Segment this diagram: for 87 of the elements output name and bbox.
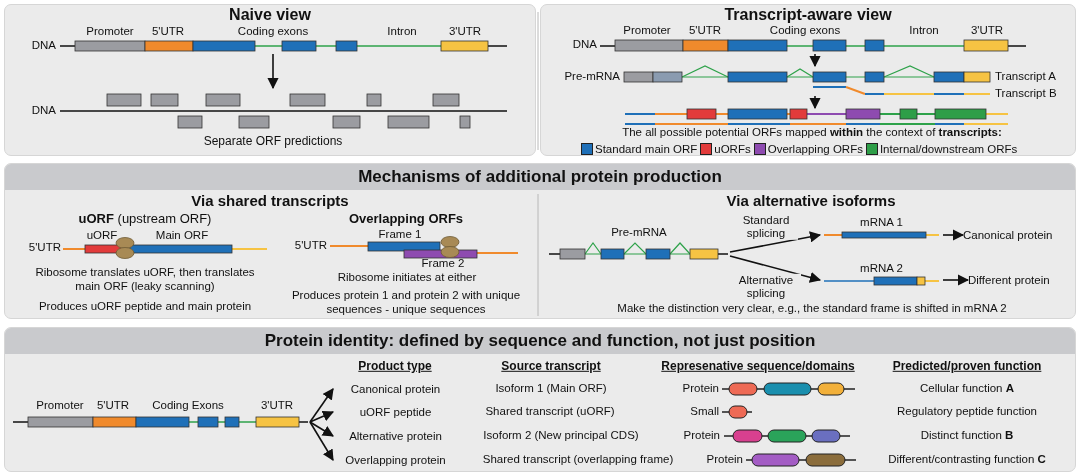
drawing-caption: Transcript B bbox=[995, 87, 1057, 101]
protein-label: Alternative protein bbox=[333, 426, 458, 446]
section-title: Naive view bbox=[228, 6, 312, 24]
protein-label: Canonical protein bbox=[963, 226, 1073, 244]
column-header: Source transcript bbox=[501, 358, 601, 374]
legend-label: Overlapping ORFs bbox=[767, 143, 863, 155]
section-title: Mechanisms of additional protein production bbox=[358, 167, 722, 187]
section-panel bbox=[4, 327, 1076, 472]
drawing-caption: Coding exons bbox=[769, 24, 841, 38]
text-label: Frame 1 bbox=[378, 228, 422, 242]
subheading: Via alternative isoforms bbox=[726, 192, 896, 210]
section-panel bbox=[4, 4, 536, 156]
text-label: 5'UTR bbox=[294, 239, 327, 253]
column-header: Predicted/proven function bbox=[892, 358, 1042, 374]
text-label: Protein bbox=[682, 382, 719, 396]
drawing-caption: Promoter bbox=[623, 24, 671, 38]
drawing-caption: 3'UTR bbox=[260, 399, 294, 413]
section-title: Transcript-aware view bbox=[723, 6, 893, 24]
drawing-caption: Separate ORF predictions bbox=[203, 133, 343, 149]
pre-mrna-drawing bbox=[620, 66, 992, 96]
protein-label: Overlapping protein bbox=[333, 450, 458, 470]
text-label: Small bbox=[690, 405, 719, 419]
protein-label: Canonical protein bbox=[333, 379, 458, 399]
section-title: Protein identity: defined by sequence and function, not just position bbox=[264, 331, 816, 351]
drawing-caption: 5'UTR bbox=[96, 399, 130, 413]
arrow bbox=[309, 410, 335, 423]
gene-structure-drawing bbox=[598, 38, 1028, 54]
legend-label: Internal/downstream ORFs bbox=[879, 143, 1018, 155]
text-label: Ribosome translates uORF, then translates main ORF (leaky scanning) bbox=[34, 266, 256, 294]
text-label: Shared transcript (uORF) bbox=[485, 405, 615, 419]
arrow bbox=[809, 53, 821, 68]
section-panel bbox=[540, 4, 1076, 156]
drawing-caption: Pre-mRNA bbox=[564, 70, 620, 84]
protein-label: uORF peptide bbox=[333, 402, 458, 422]
text-label: Isoform 1 (Main ORF) bbox=[495, 382, 607, 396]
text-label: uORF bbox=[86, 229, 118, 243]
drawing-caption: DNA bbox=[572, 38, 597, 52]
drawing-caption: Promoter bbox=[86, 25, 134, 39]
drawing-caption: 3'UTR bbox=[448, 25, 482, 39]
arrow bbox=[309, 421, 334, 437]
drawing-label: mRNA 2 bbox=[859, 262, 904, 274]
text-label: Produces protein 1 and protein 2 with unique sequences - unique sequences bbox=[290, 289, 522, 317]
subheading: Via shared transcripts bbox=[191, 192, 349, 210]
arrow bbox=[809, 95, 821, 110]
arrow bbox=[309, 388, 334, 423]
drawing-label: mRNA 1 bbox=[859, 216, 904, 228]
arrow bbox=[942, 229, 965, 241]
subheading: uORF (upstream ORF) bbox=[78, 211, 212, 227]
text-label: Make the distinction very clear, e.g., the standard frame is shifted in mRNA 2 bbox=[617, 302, 1007, 316]
text-label: 5'UTR bbox=[28, 241, 61, 255]
text-label: Isoform 2 (New principal CDS) bbox=[483, 429, 639, 443]
drawing-caption: DNA bbox=[31, 104, 56, 118]
protein-label: Different protein bbox=[968, 271, 1073, 289]
legend-label: Standard main ORF bbox=[595, 143, 698, 155]
drawing-caption: Coding Exons bbox=[152, 399, 224, 413]
drawing-caption: Transcript A bbox=[995, 70, 1056, 84]
drawing-caption: Intron bbox=[387, 25, 417, 39]
drawing-caption: 5'UTR bbox=[151, 25, 185, 39]
text-label: Cellular function A bbox=[920, 382, 1014, 396]
drawing-caption: Intron bbox=[909, 24, 939, 38]
text-label: Protein bbox=[683, 429, 720, 443]
column-header: Product type bbox=[358, 358, 432, 374]
drawing-caption: DNA bbox=[31, 39, 56, 53]
legend-label: uORFs bbox=[714, 143, 751, 155]
drawing-caption: The all possible potential ORFs mapped within the context of transcripts: bbox=[622, 126, 1002, 140]
drawing-caption: 5'UTR bbox=[688, 24, 722, 38]
text-label: Regulatory peptide function bbox=[897, 405, 1037, 419]
drawing-caption: 3'UTR bbox=[970, 24, 1004, 38]
text-label: Ribosome initiates at either bbox=[337, 271, 477, 285]
text-label: Protein bbox=[706, 453, 743, 467]
arrow bbox=[942, 274, 970, 286]
arrow bbox=[267, 53, 279, 90]
section-panel bbox=[4, 163, 1076, 319]
arrow bbox=[729, 231, 822, 253]
subheading: Overlapping ORFs bbox=[348, 211, 464, 227]
text-label: Main ORF bbox=[155, 229, 209, 243]
orf-map-drawing bbox=[622, 108, 1010, 128]
drawing-caption: Coding exons bbox=[237, 25, 309, 39]
drawing-caption: Promoter bbox=[36, 399, 84, 413]
text-label: Different/contrasting function C bbox=[888, 453, 1046, 467]
arrow bbox=[309, 421, 334, 461]
text-label: Distinct function B bbox=[920, 429, 1014, 443]
column-header: Represenative sequence/domains bbox=[661, 358, 855, 374]
text-label: Shared transcript (overlapping frame) bbox=[482, 453, 674, 467]
text-label: Produces uORF peptide and main protein bbox=[38, 300, 252, 314]
arrow bbox=[729, 255, 822, 283]
text-label: Frame 2 bbox=[421, 257, 465, 271]
